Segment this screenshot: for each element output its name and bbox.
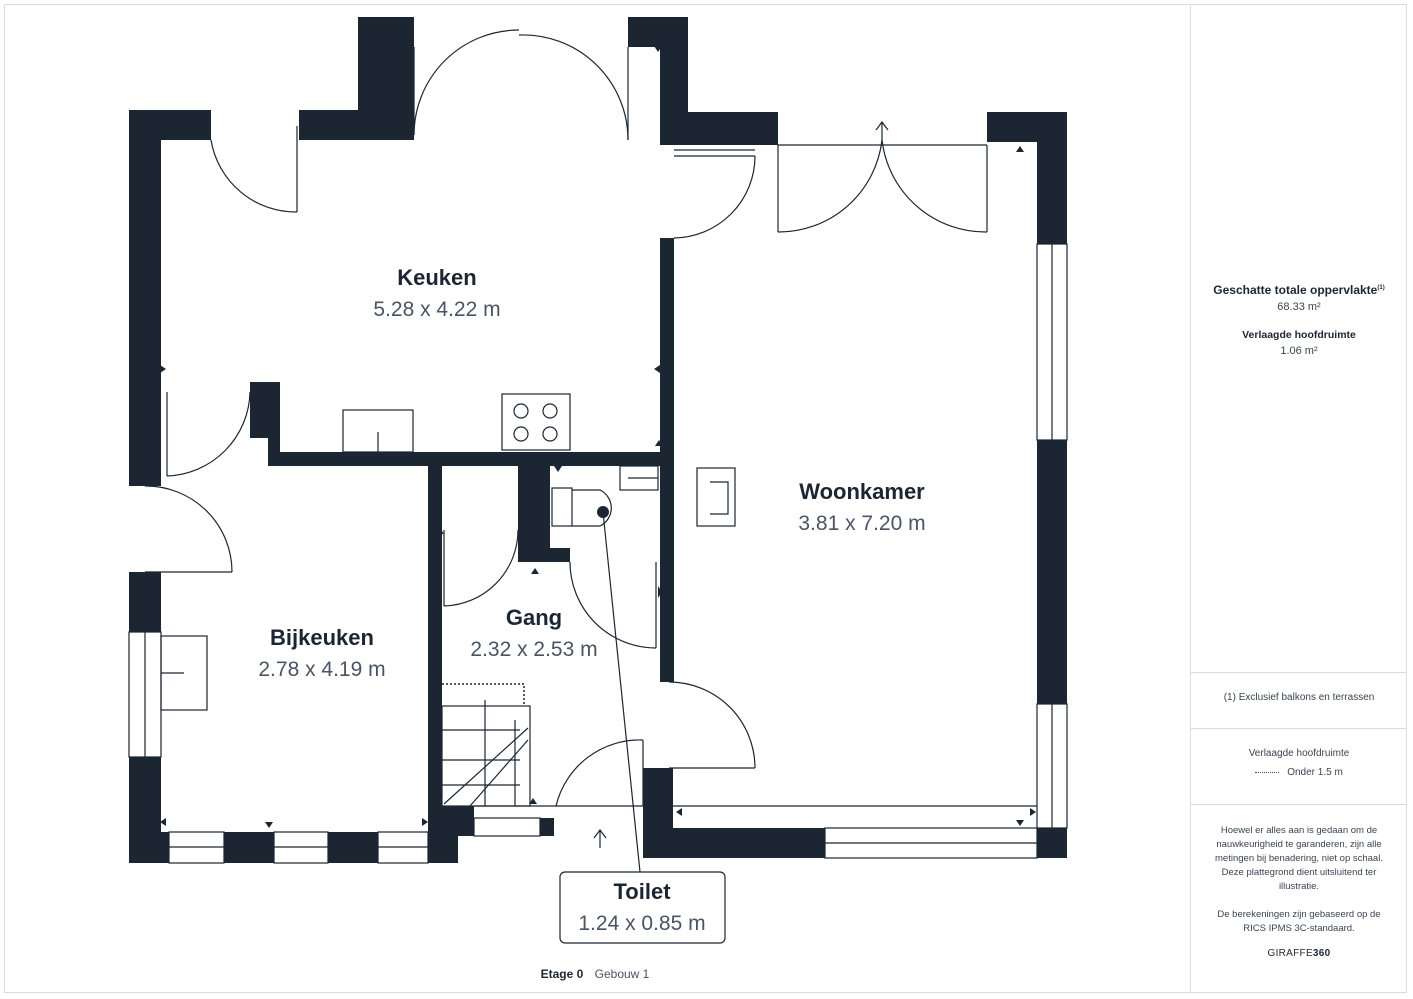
footnote-block: (1) Exclusief balkons en terrassen xyxy=(1191,692,1407,703)
reduced-area-label: Verlaagde hoofdruimte xyxy=(1242,329,1356,341)
room-name-bijkeuken: Bijkeuken xyxy=(270,625,374,650)
footnote: (1) Exclusief balkons en terrassen xyxy=(1223,692,1375,703)
disclaimer-rics: De berekeningen zijn gebaseerd op de RIC… xyxy=(1217,909,1381,934)
sidebar-rule-2 xyxy=(1191,728,1407,729)
reduced-headroom-line xyxy=(442,683,525,706)
toilet-callout-dot xyxy=(597,506,609,518)
building-label: Gebouw 1 xyxy=(594,967,650,981)
toilet-callout-box xyxy=(559,871,726,944)
disclaimer-block: Hoewel er alles aan is gedaan om de nauw… xyxy=(1191,824,1407,959)
brand-logo: GIRAFFE360 xyxy=(1191,948,1407,959)
sidebar-rule-1 xyxy=(1191,672,1407,673)
total-area-value: 68.33 m² xyxy=(1277,301,1321,313)
page-frame xyxy=(4,4,1407,993)
room-dims-gang: 2.32 x 2.53 m xyxy=(470,638,597,661)
legend-item: Onder 1.5 m xyxy=(1287,767,1343,778)
room-dims-toilet: 1.24 x 0.85 m xyxy=(578,912,705,935)
sidebar-divider xyxy=(1190,4,1191,993)
walls xyxy=(129,17,1067,863)
total-area-sup: (1) xyxy=(1377,285,1385,291)
disclaimer-text: Hoewel er alles aan is gedaan om de nauw… xyxy=(1215,825,1383,892)
room-name-keuken: Keuken xyxy=(397,265,476,290)
floor-label: Etage 0 xyxy=(540,967,584,981)
reduced-area-value: 1.06 m² xyxy=(1280,345,1318,357)
legend-dotted-line xyxy=(1255,771,1280,773)
floor-footer: Etage 0 Gebouw 1 xyxy=(0,967,1190,981)
legend-title: Verlaagde hoofdruimte xyxy=(1248,748,1350,759)
room-name-gang: Gang xyxy=(506,605,562,630)
total-area-label: Geschatte totale oppervlakte xyxy=(1213,283,1378,297)
legend-block: Verlaagde hoofdruimte Onder 1.5 m xyxy=(1191,748,1407,778)
room-dims-woonkamer: 3.81 x 7.20 m xyxy=(798,512,925,535)
brand-name: GIRAFFE xyxy=(1267,948,1313,959)
room-dims-bijkeuken: 2.78 x 4.19 m xyxy=(258,658,385,681)
floor-plan: Keuken 5.28 x 4.22 m Woonkamer 3.81 x 7.… xyxy=(128,17,1068,944)
markers xyxy=(160,46,1036,828)
room-dims-keuken: 5.28 x 4.22 m xyxy=(373,298,500,321)
room-name-woonkamer: Woonkamer xyxy=(799,479,925,504)
windows-doors xyxy=(128,29,1068,873)
sidebar-rule-3 xyxy=(1191,804,1407,805)
total-area-block: Geschatte totale oppervlakte(1) 68.33 m²… xyxy=(1191,283,1407,357)
brand-suffix: 360 xyxy=(1312,948,1331,959)
room-name-toilet: Toilet xyxy=(613,879,671,904)
